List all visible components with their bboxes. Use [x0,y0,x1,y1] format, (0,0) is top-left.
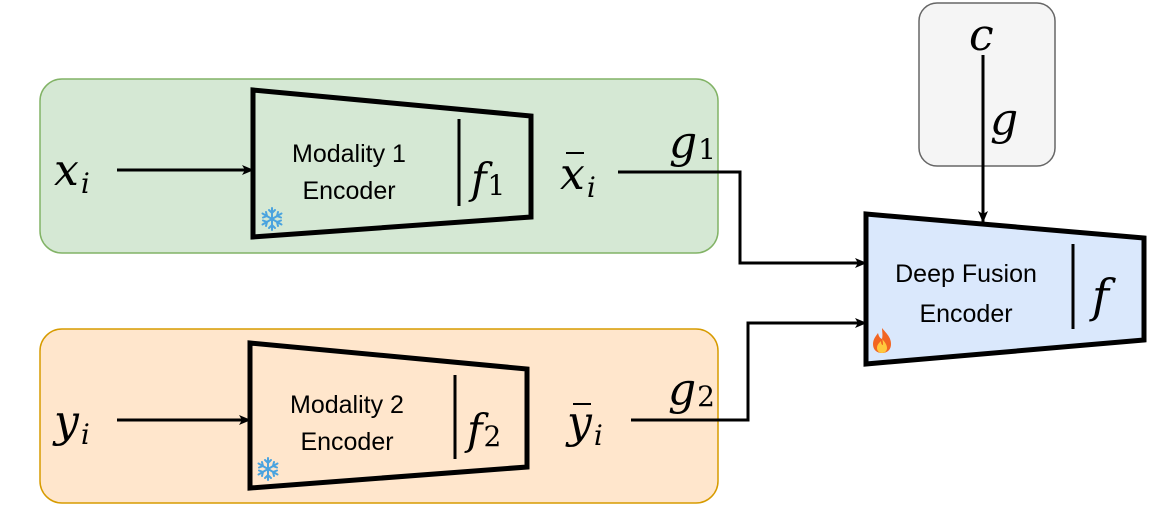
modality1-container [39,78,719,254]
modality2-container [39,328,719,504]
arrow-xbar-to-fusion [618,170,867,268]
modality1-encoder-subtitle: Encoder [302,177,395,205]
condition-symbol: c [969,10,994,61]
fire-icon [873,328,891,353]
fusion-encoder-subtitle: Encoder [919,300,1012,328]
fusion-encoder-title: Deep Fusion [895,260,1037,288]
snowflake-icon [261,207,283,231]
modality1-encoder-title: Modality 1 [292,140,406,168]
modality1-gate-label: g1 [669,117,716,168]
modality2-encoder-subtitle: Encoder [300,428,393,456]
condition-gate-label: g [990,94,1018,145]
modality2-encoder [247,340,530,491]
modality1-output-label: xi [560,149,596,204]
modality1-input-label: xi [54,145,90,200]
modality1-encoder [250,87,534,240]
snowflake-icon [257,457,279,481]
modality2-output-label: yi [565,397,603,452]
condition-box [918,2,1056,167]
arrow-ybar-to-fusion [631,318,867,422]
modality2-encoder-title: Modality 2 [290,391,404,419]
modality2-gate-label: g2 [668,364,715,415]
modality2-input-label: yi [52,396,90,451]
modality1-function-label: f1 [468,154,505,203]
